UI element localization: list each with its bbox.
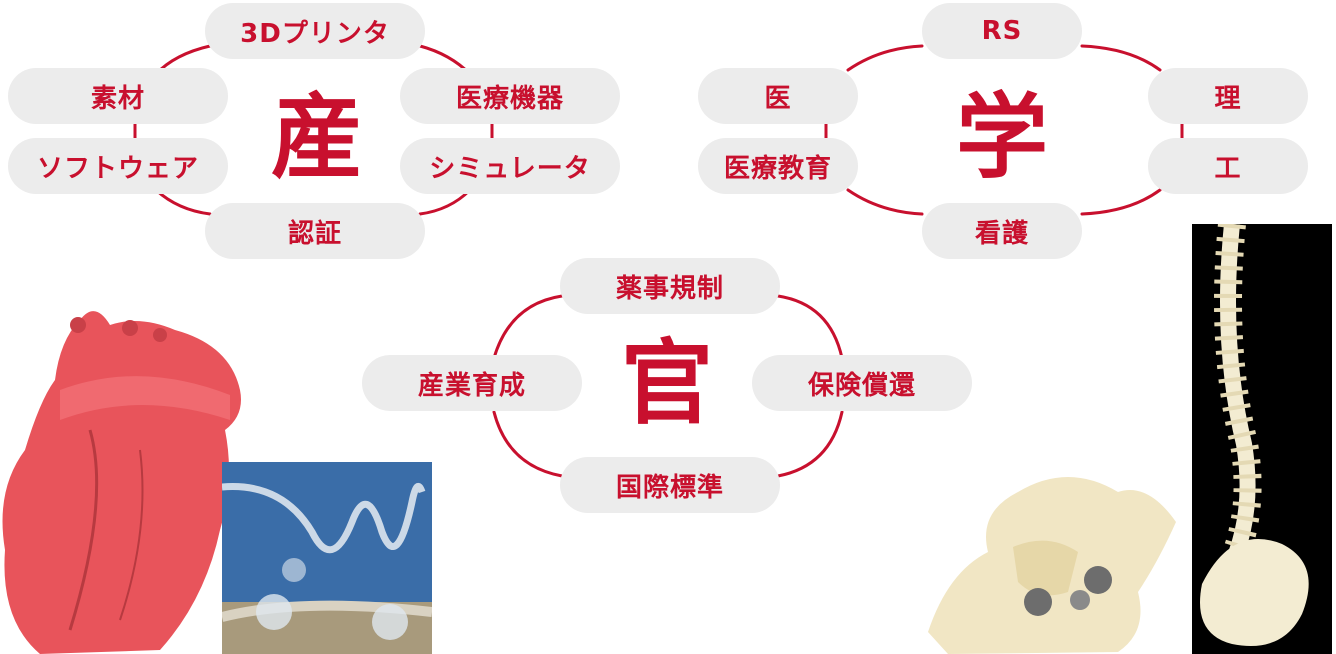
pill-rs: RS — [922, 3, 1082, 59]
pill-pharma-regulation: 薬事規制 — [560, 258, 780, 314]
pill-medical-devices: 医療機器 — [400, 68, 620, 124]
heart-model-photo — [0, 300, 250, 654]
government-ring-bottom-right — [776, 410, 844, 478]
academia-ring-bottom-right — [1080, 188, 1162, 216]
academia-title: 学 — [955, 84, 1048, 191]
pelvis-model-photo — [918, 452, 1180, 654]
pill-medical-education: 医療教育 — [698, 138, 858, 194]
academia-ring-bottom-left — [846, 188, 924, 216]
pill-materials: 素材 — [8, 68, 228, 124]
pill-industry-promotion: 産業育成 — [362, 355, 582, 411]
government-ring-top-right — [776, 294, 844, 360]
government-ring-top-left — [492, 294, 564, 360]
pill-insurance-reimbursement: 保険償還 — [752, 355, 972, 411]
pill-simulator: シミュレータ — [400, 138, 620, 194]
industry-title: 産 — [270, 84, 363, 191]
pill-international-standards: 国際標準 — [560, 457, 780, 513]
pill-nursing: 看護 — [922, 203, 1082, 259]
government-title: 官 — [620, 330, 713, 437]
spine-model-photo — [1192, 224, 1332, 654]
academia-ring-top-left — [846, 44, 924, 72]
pill-medicine: 医 — [698, 68, 858, 124]
pill-3d-printer: 3Dプリンタ — [205, 3, 425, 59]
academia-ring-top-right — [1080, 44, 1162, 72]
pill-engineering: 工 — [1148, 138, 1308, 194]
pill-certification: 認証 — [205, 203, 425, 259]
vascular-model-photo — [222, 462, 432, 654]
government-ring-bottom-left — [492, 410, 564, 478]
pill-software: ソフトウェア — [8, 138, 228, 194]
pill-science: 理 — [1148, 68, 1308, 124]
